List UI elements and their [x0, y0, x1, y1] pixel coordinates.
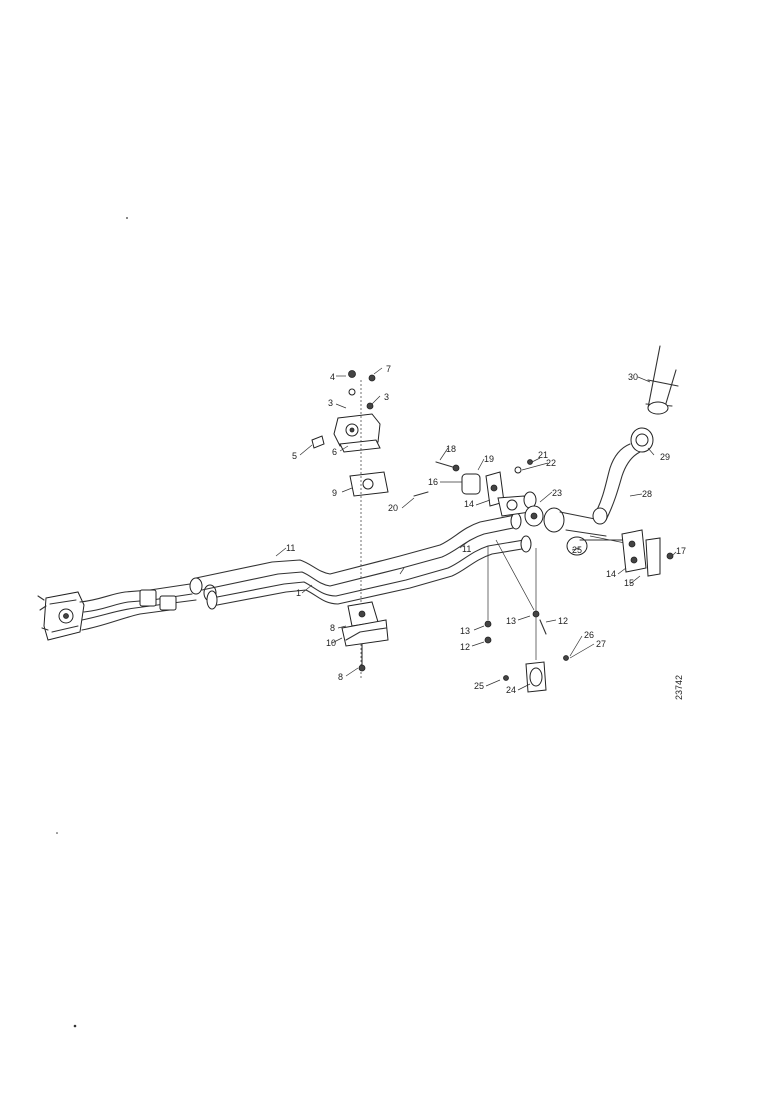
- scan-speck: [56, 832, 58, 834]
- part-label: 30: [628, 372, 638, 382]
- drawing-number: 23742: [674, 675, 684, 700]
- part-label: 17: [676, 546, 686, 556]
- part-label: 26: [584, 630, 594, 640]
- lower-clamp-leader: [487, 539, 537, 660]
- part-label: 11: [286, 543, 295, 553]
- part-label: 21: [538, 450, 548, 460]
- part-label: 7: [386, 364, 391, 374]
- front-pipe-section: [79, 577, 217, 631]
- part-label: 1: [296, 588, 301, 598]
- part-label: 6: [332, 447, 337, 457]
- leader-lines: [275, 367, 677, 691]
- part-label: 4: [330, 372, 335, 382]
- part-label: 28: [642, 489, 652, 499]
- lower-clamp-assembly: [484, 610, 569, 693]
- front-manifold-flange: [37, 591, 85, 641]
- part-label: 14: [464, 499, 474, 509]
- part-label: 8: [330, 623, 335, 633]
- part-label: 12: [558, 616, 568, 626]
- part-label: 3: [384, 392, 389, 402]
- part-label: 3: [328, 398, 333, 408]
- part-label: 13: [506, 616, 516, 626]
- part-label: 8: [338, 672, 343, 682]
- part-label: 10: [326, 638, 336, 648]
- part-label: 18: [446, 444, 456, 454]
- part-label: 12: [460, 642, 470, 652]
- part-label: 27: [596, 639, 606, 649]
- rear-tail-pipe-section: [543, 345, 679, 556]
- part-label: 29: [660, 452, 670, 462]
- part-label: 9: [332, 488, 337, 498]
- part-label: 20: [388, 503, 398, 513]
- part-label: 5: [292, 451, 297, 461]
- rear-clamp-assembly: [589, 529, 674, 577]
- part-label: 24: [506, 685, 516, 695]
- part-label: 23: [552, 488, 562, 498]
- part-label: 11: [462, 544, 471, 554]
- scan-speck: [126, 217, 128, 219]
- part-label: 25: [572, 545, 582, 555]
- scan-speck: [73, 1024, 77, 1028]
- part-label: 19: [484, 454, 494, 464]
- lower-hanger-assembly: [341, 601, 389, 672]
- part-label: 14: [606, 569, 616, 579]
- part-label: 22: [546, 458, 556, 468]
- upper-hanger-assembly: [311, 370, 389, 497]
- part-label: 25: [474, 681, 484, 691]
- part-label: 16: [428, 477, 438, 487]
- main-exhaust-pipes: [195, 512, 532, 610]
- part-label: 15: [624, 578, 634, 588]
- middle-clamp-assembly: [413, 459, 544, 527]
- part-label: 13: [460, 626, 470, 636]
- part-labels: 30 4 7 3 3 29 5 6 18 19 21 22 16 9 20 14…: [286, 364, 686, 695]
